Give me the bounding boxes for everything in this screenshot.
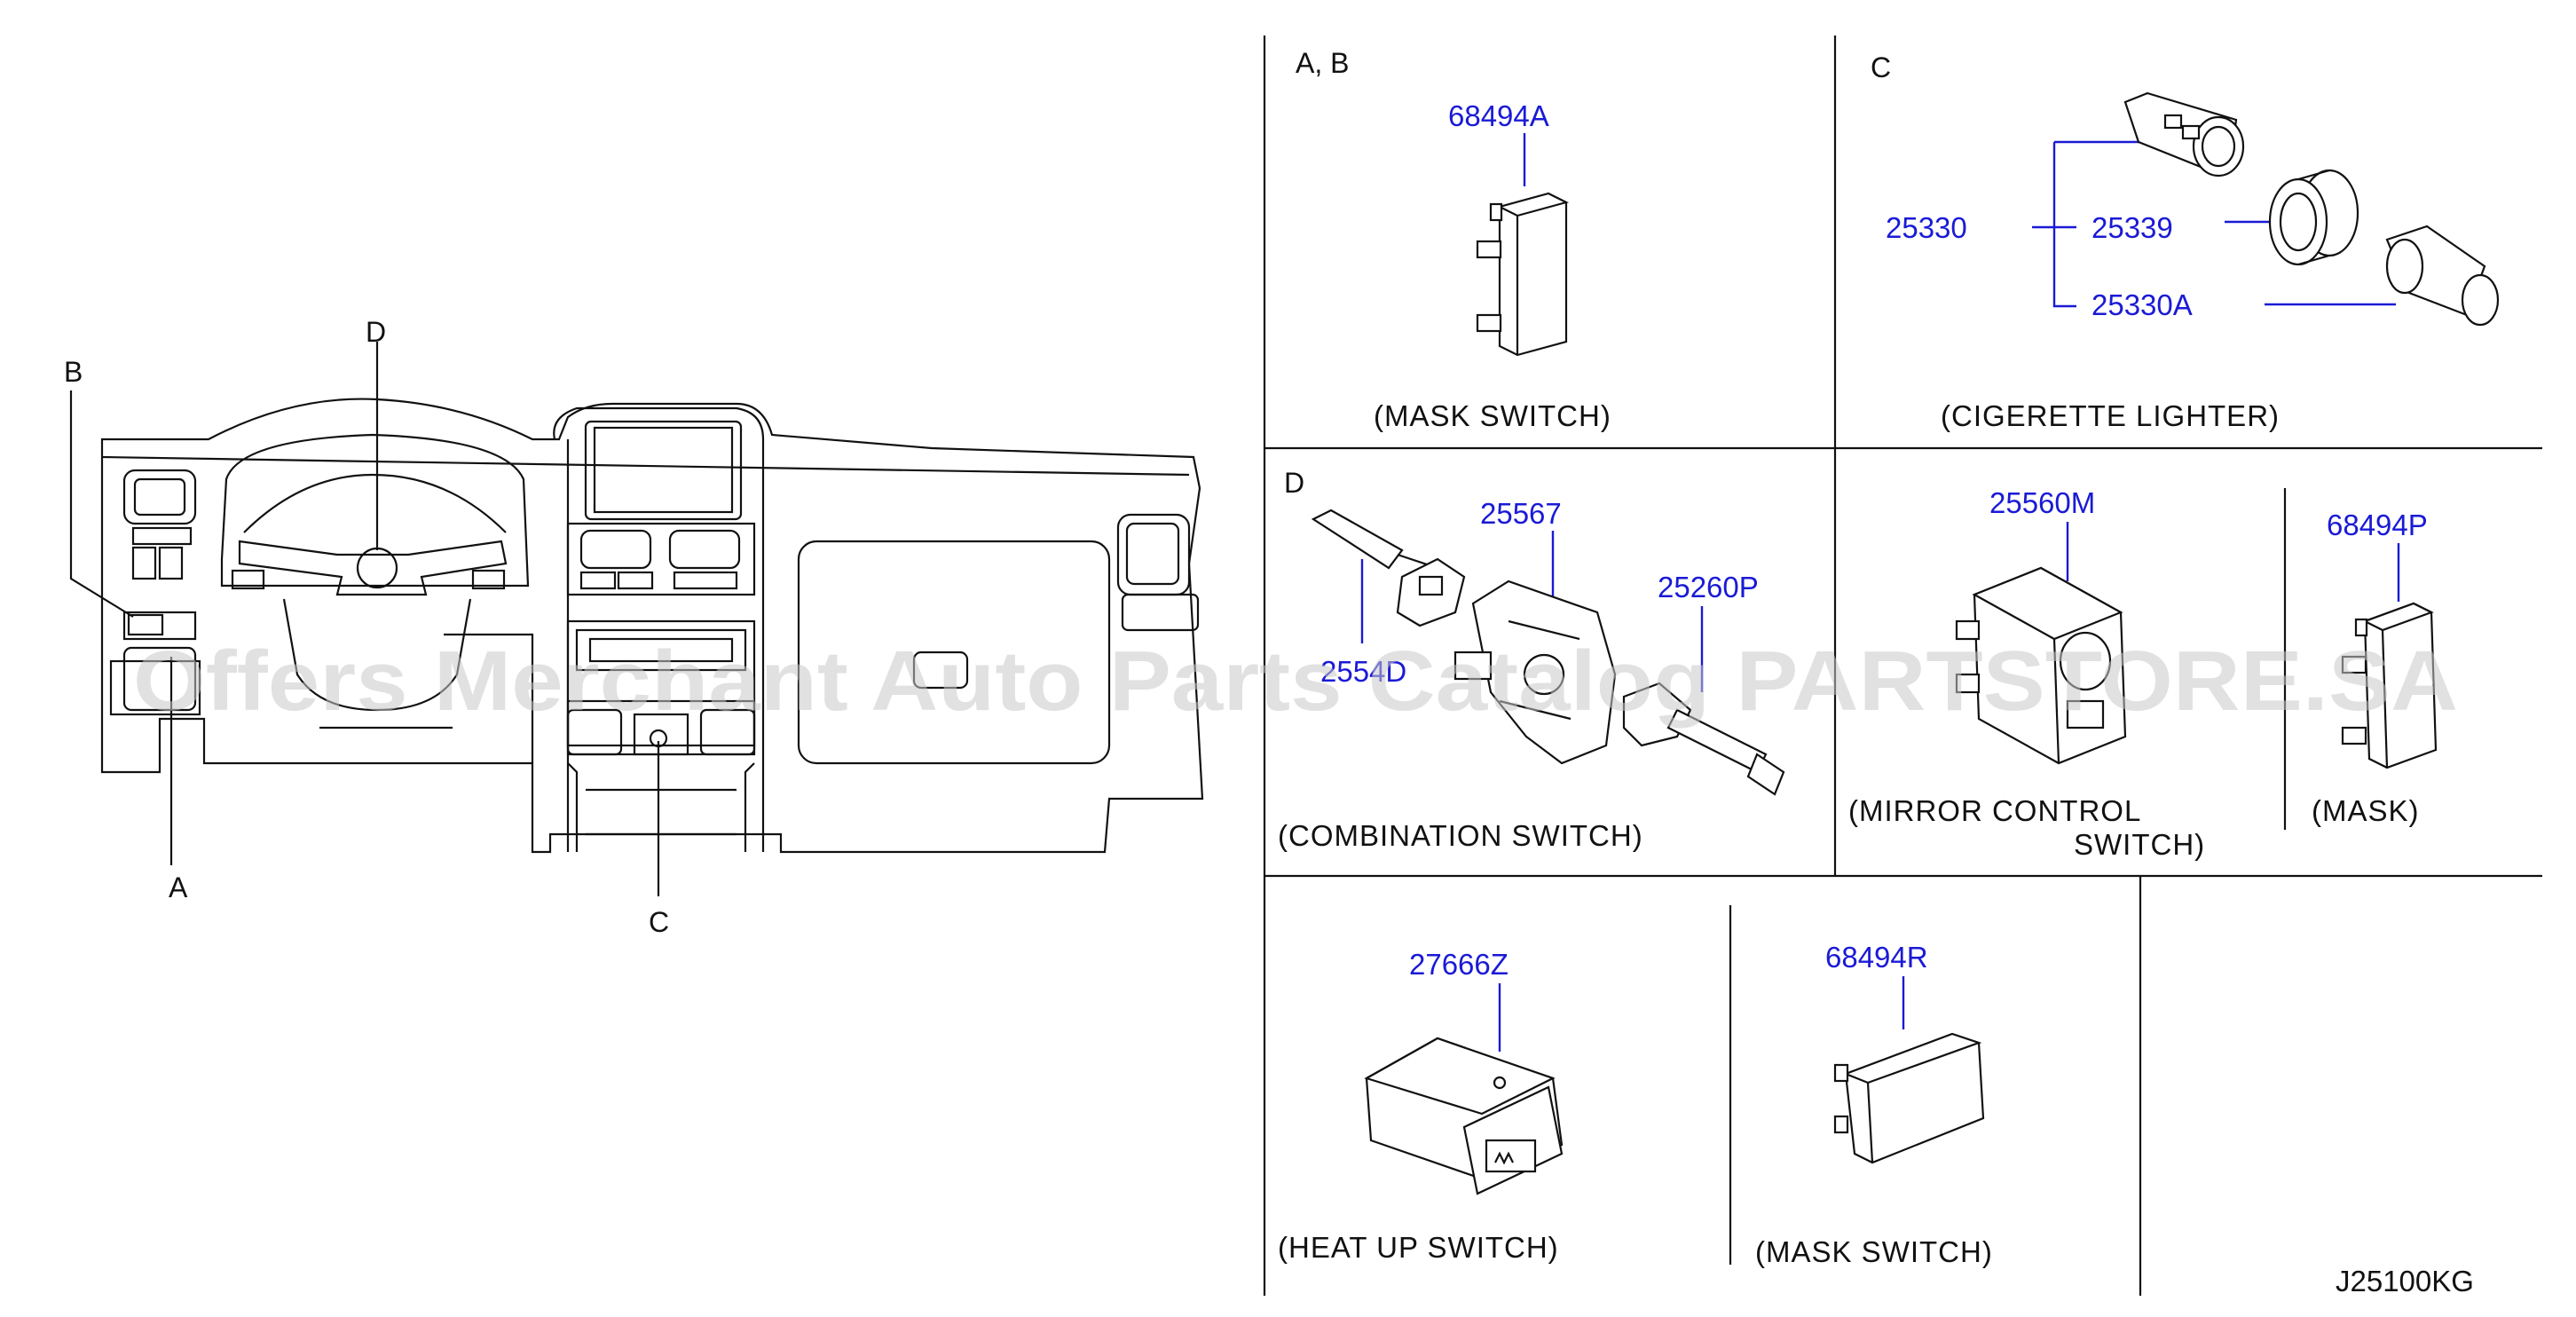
caption-combination-switch: (COMBINATION SWITCH) [1278,819,1643,852]
part-number-25560m[interactable]: 25560M [1989,486,2095,519]
part-number-25330[interactable]: 25330 [1886,211,1967,244]
panel-heat: 27666Z (HEAT UP SWITCH) [1278,948,1564,1264]
diagram-code: J25100KG [2336,1265,2474,1297]
callout-d: D [366,316,386,348]
panel-mask-r: 68494R (MASK SWITCH) [1755,941,1993,1268]
panel-mask-p: 68494P (MASK) [2312,509,2438,827]
combination-switch-left-stalk [1311,509,1466,627]
mask-p-illustration [2341,602,2438,769]
caption-mirror-control-line2: SWITCH) [2074,828,2205,861]
caption-mask: (MASK) [2312,794,2420,827]
mask-switch-illustration [1476,192,1570,357]
lighter-plug-illustration [2385,225,2500,327]
panel-d: D 25567 25260P 2554D (COMBINATION SWITCH… [1278,467,1785,852]
panel-mirror: 25560M (MIRROR CONTROL SWITCH) [1848,486,2205,861]
callout-b: B [64,356,83,388]
caption-heat-up-switch: (HEAT UP SWITCH) [1278,1231,1559,1264]
part-number-68494a[interactable]: 68494A [1448,99,1549,132]
callout-c: C [649,906,669,938]
part-number-25567[interactable]: 25567 [1480,497,1562,530]
watermark-text: Offers Merchant Auto Parts Catalog PARTS… [133,634,2458,729]
overview-callout-lines [69,342,660,896]
lighter-ring-illustration [2268,169,2359,266]
panel-c: C 25330 25339 25330A (CIGERETTE LIGHTER) [1871,51,2500,432]
part-number-25260p[interactable]: 25260P [1658,571,1759,603]
caption-mask-switch-r: (MASK SWITCH) [1755,1235,1993,1268]
panel-grid [1263,35,2542,1296]
callout-a: A [169,871,188,903]
combination-switch-body [1453,580,1617,765]
panel-ab-header: A, B [1296,47,1349,79]
mirror-control-switch-illustration [1955,566,2127,765]
part-number-68494p[interactable]: 68494P [2327,509,2428,541]
lighter-socket-illustration [2123,91,2245,177]
caption-cigarette-lighter: (CIGERETTE LIGHTER) [1941,399,2280,432]
part-number-25330a[interactable]: 25330A [2092,288,2193,321]
heat-up-switch-illustration [1364,1037,1564,1195]
caption-mask-switch-ab: (MASK SWITCH) [1374,399,1611,432]
part-number-2554d[interactable]: 2554D [1320,655,1406,688]
panel-d-header: D [1284,467,1304,499]
mask-r-illustration [1833,1032,1985,1164]
caption-mirror-control-line1: (MIRROR CONTROL [1848,794,2141,827]
panel-ab: A, B 68494A (MASK SWITCH) [1296,47,1611,432]
part-number-25339[interactable]: 25339 [2092,211,2173,244]
part-number-68494r[interactable]: 68494R [1825,941,1928,974]
panel-c-header: C [1871,51,1891,83]
dashboard-overview [100,398,1204,854]
combination-switch-right-stalk [1622,682,1785,796]
part-number-27666z[interactable]: 27666Z [1409,948,1509,981]
